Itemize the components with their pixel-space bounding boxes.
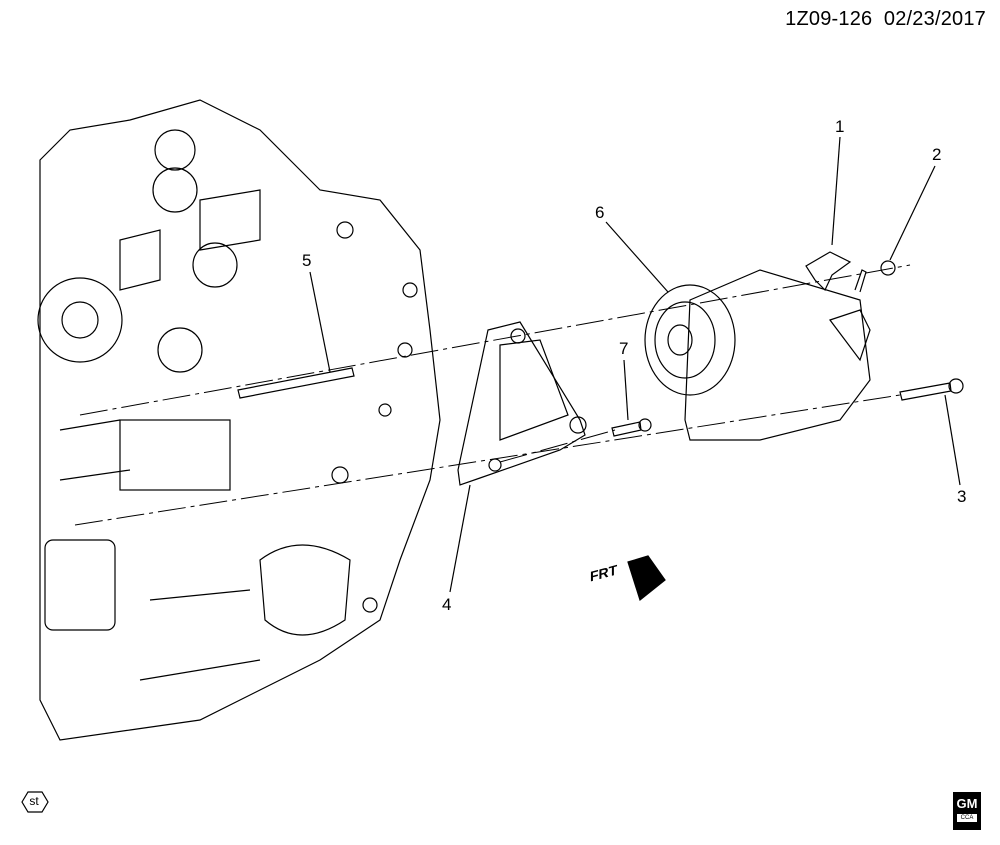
gm-logo-brand: GM [956,796,978,811]
st-hexagon-icon [21,791,49,813]
gm-logo-sub: CCA [957,814,977,822]
callout-5: 5 [302,251,312,270]
front-direction-arrow [627,555,666,602]
st-label: st [29,794,39,808]
bolt-part-3 [899,378,964,401]
gm-logo: GM CCA [953,792,981,830]
stud-part-5 [237,367,355,399]
clip-part-1 [805,251,852,292]
callout-4: 4 [442,595,452,614]
diagram-id: 1Z09-126 [785,8,873,30]
diagram-header: 1Z09-126 02/23/2017 [785,8,986,31]
bolt-part-7 [611,418,652,437]
engine-block [37,99,441,741]
compressor-part-6 [644,269,871,441]
callout-6: 6 [595,203,605,222]
callout-leaders [309,136,961,593]
st-symbol: st [19,789,49,817]
callout-3: 3 [957,487,967,506]
diagram-date: 02/23/2017 [883,8,986,30]
alignment-lines [74,264,911,526]
callout-1: 1 [835,117,845,136]
bracket-part-4 [457,321,587,486]
nut-part-2 [880,260,896,276]
callout-2: 2 [932,145,942,164]
callout-7: 7 [619,339,629,358]
